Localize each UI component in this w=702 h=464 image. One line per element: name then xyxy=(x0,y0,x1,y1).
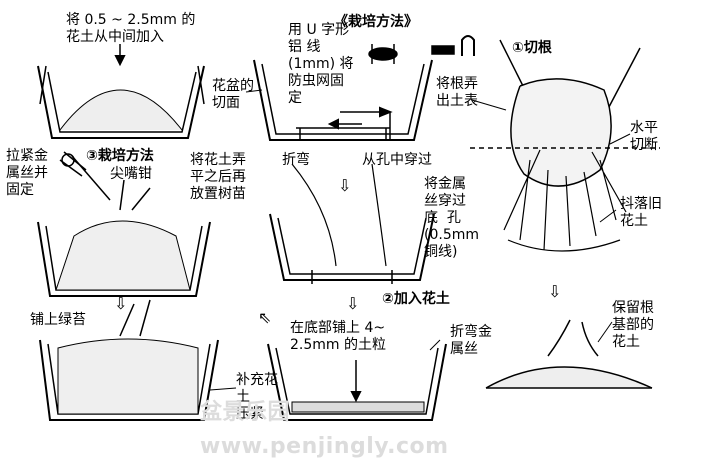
pot-middle-left xyxy=(37,155,211,297)
label-bottom-soil: 在底部铺上 4~ 2.5mm 的土粒 xyxy=(290,320,386,353)
root-base-bottom-right xyxy=(485,319,653,389)
pot-bottom-left xyxy=(39,299,219,421)
root-ball-top-right xyxy=(470,39,660,252)
down-arrow-icon: ⇩ xyxy=(338,176,352,195)
down-arrow-icon: ⇩ xyxy=(548,282,562,301)
pot-top-middle xyxy=(253,59,433,141)
label-level-then-place: 将花土弄 平之后再 放置树苗 xyxy=(190,152,246,202)
wire-mesh-icon xyxy=(431,45,455,55)
diagram-title: 《栽培方法》 xyxy=(334,14,418,30)
down-arrow-icon: ⇩ xyxy=(346,294,360,313)
label-add-more-soil: 补充花 土 压紧 xyxy=(236,372,278,422)
watermark: 盆景乐园 www.penjingly.com xyxy=(200,400,449,459)
label-pot-cut: 花盆的 切面 xyxy=(212,78,254,111)
label-keep-base: 保留根 基部的 花土 xyxy=(612,300,654,350)
label-through-hole: 从孔中穿过 xyxy=(362,152,432,168)
label-bend-wire: 折弯金 属丝 xyxy=(450,324,492,357)
u-wire-icon xyxy=(461,35,475,56)
pliers-icon xyxy=(59,151,87,177)
down-arrow-icon: ⇩ xyxy=(114,294,128,313)
diagram-drawing xyxy=(37,35,660,421)
label-horizontal-cut: 水平 切断 xyxy=(630,120,658,153)
label-wire-fix: 用 U 字形 铝 线 (1mm) 将 防虫网固 定 xyxy=(288,22,354,106)
label-expose-root: 将根弄 出土表 xyxy=(436,76,478,109)
label-tighten-wire: 拉紧金 属丝并 固定 xyxy=(6,148,48,198)
pot-top-left xyxy=(37,44,205,139)
label-wire-thread: 将金属 丝穿过 底 孔 (0.5mm 铜线) xyxy=(424,176,480,260)
diagram-canvas: 《栽培方法》 ①切根 ②加入花土 ③栽培方法 将 0.5 ~ 2.5mm 的 花… xyxy=(6,12,662,459)
mesh-wire-detail xyxy=(368,44,398,64)
pot-middle-center xyxy=(269,163,435,284)
label-add-soil-top: 将 0.5 ~ 2.5mm 的 花土从中间加入 xyxy=(66,12,196,45)
step-1-label: ①切根 xyxy=(512,40,552,56)
diagonal-arrow-icon: ⇖ xyxy=(258,308,272,327)
leader-lines xyxy=(209,89,631,391)
label-bend: 折弯 xyxy=(282,152,310,168)
step-2-label: ②加入花土 xyxy=(382,291,450,307)
label-shake-soil: 抖落旧 花土 xyxy=(620,196,662,229)
label-pliers: 尖嘴钳 xyxy=(110,166,152,182)
step-3-label: ③栽培方法 xyxy=(86,148,154,164)
pot-bottom-center xyxy=(267,343,447,421)
label-moss: 铺上绿苔 xyxy=(30,312,86,328)
